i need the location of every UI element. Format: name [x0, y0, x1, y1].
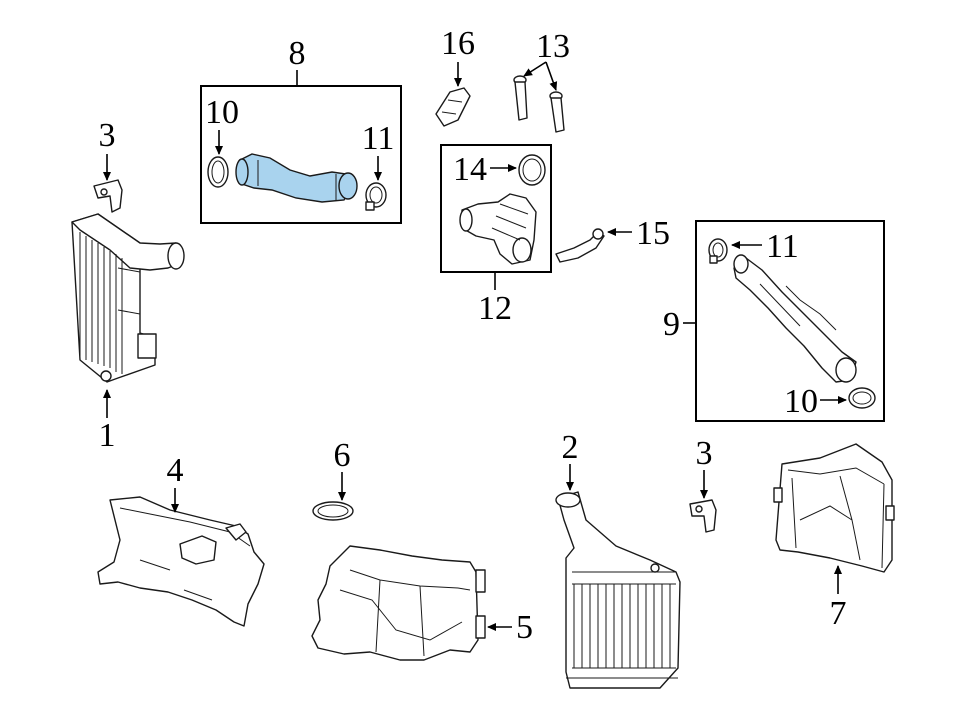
leader-lines: [103, 61, 847, 631]
part-10-o-ring-group8: [207, 156, 229, 188]
part-1-intercooler-left: [71, 213, 185, 383]
callout-15: 15: [636, 215, 670, 252]
callout-11-group9: 11: [766, 228, 799, 265]
callout-6: 6: [334, 437, 351, 474]
part-15-vent-hose: [555, 228, 605, 263]
part-9-intercooler-hose: [733, 254, 857, 383]
arrow-13-right: [545, 61, 558, 91]
part-8-intercooler-hose: [235, 153, 358, 203]
part-14-o-ring: [518, 154, 546, 186]
callout-4: 4: [167, 452, 184, 489]
part-11-clamp-group8: [365, 182, 387, 211]
part-5-air-duct-center: [311, 545, 486, 661]
part-4-air-duct-left: [97, 496, 265, 627]
part-7-air-duct-right: [773, 443, 895, 573]
callout-3-right: 3: [696, 435, 713, 472]
callout-2: 2: [562, 429, 579, 466]
callout-8: 8: [289, 35, 306, 72]
group-box-9: [695, 220, 885, 422]
callout-9: 9: [663, 306, 680, 343]
callout-14: 14: [453, 151, 487, 188]
group-box-12: [440, 144, 552, 273]
group-box-8: [200, 85, 402, 224]
part-13-bolt-left: [513, 75, 528, 121]
callout-12: 12: [478, 290, 512, 327]
part-6-seal-ring-inner: [317, 504, 349, 518]
part-16-bracket: [435, 87, 471, 127]
arrow-13-left: [523, 61, 547, 77]
callout-3-left: 3: [99, 117, 116, 154]
callout-16: 16: [441, 25, 475, 62]
callout-7: 7: [830, 595, 847, 632]
callout-labels: 1 2 3 3 4 5 6 7 8 9 10 10 11 11 12 13 14…: [99, 25, 847, 646]
callout-10-group9: 10: [784, 383, 818, 420]
callout-11-group8: 11: [362, 120, 395, 157]
part-11-clamp-group9: [708, 238, 728, 264]
part-3-bracket-right: [689, 499, 717, 533]
part-12-adapter: [459, 193, 537, 265]
callout-13: 13: [536, 28, 570, 65]
callout-5: 5: [516, 609, 533, 646]
callout-10-group8: 10: [205, 94, 239, 131]
part-3-bracket-left: [93, 179, 123, 213]
part-13-bolt-right: [549, 91, 565, 133]
callout-1: 1: [99, 417, 116, 454]
part-2-intercooler-right: [555, 491, 681, 689]
part-10-o-ring-group9: [848, 387, 876, 409]
